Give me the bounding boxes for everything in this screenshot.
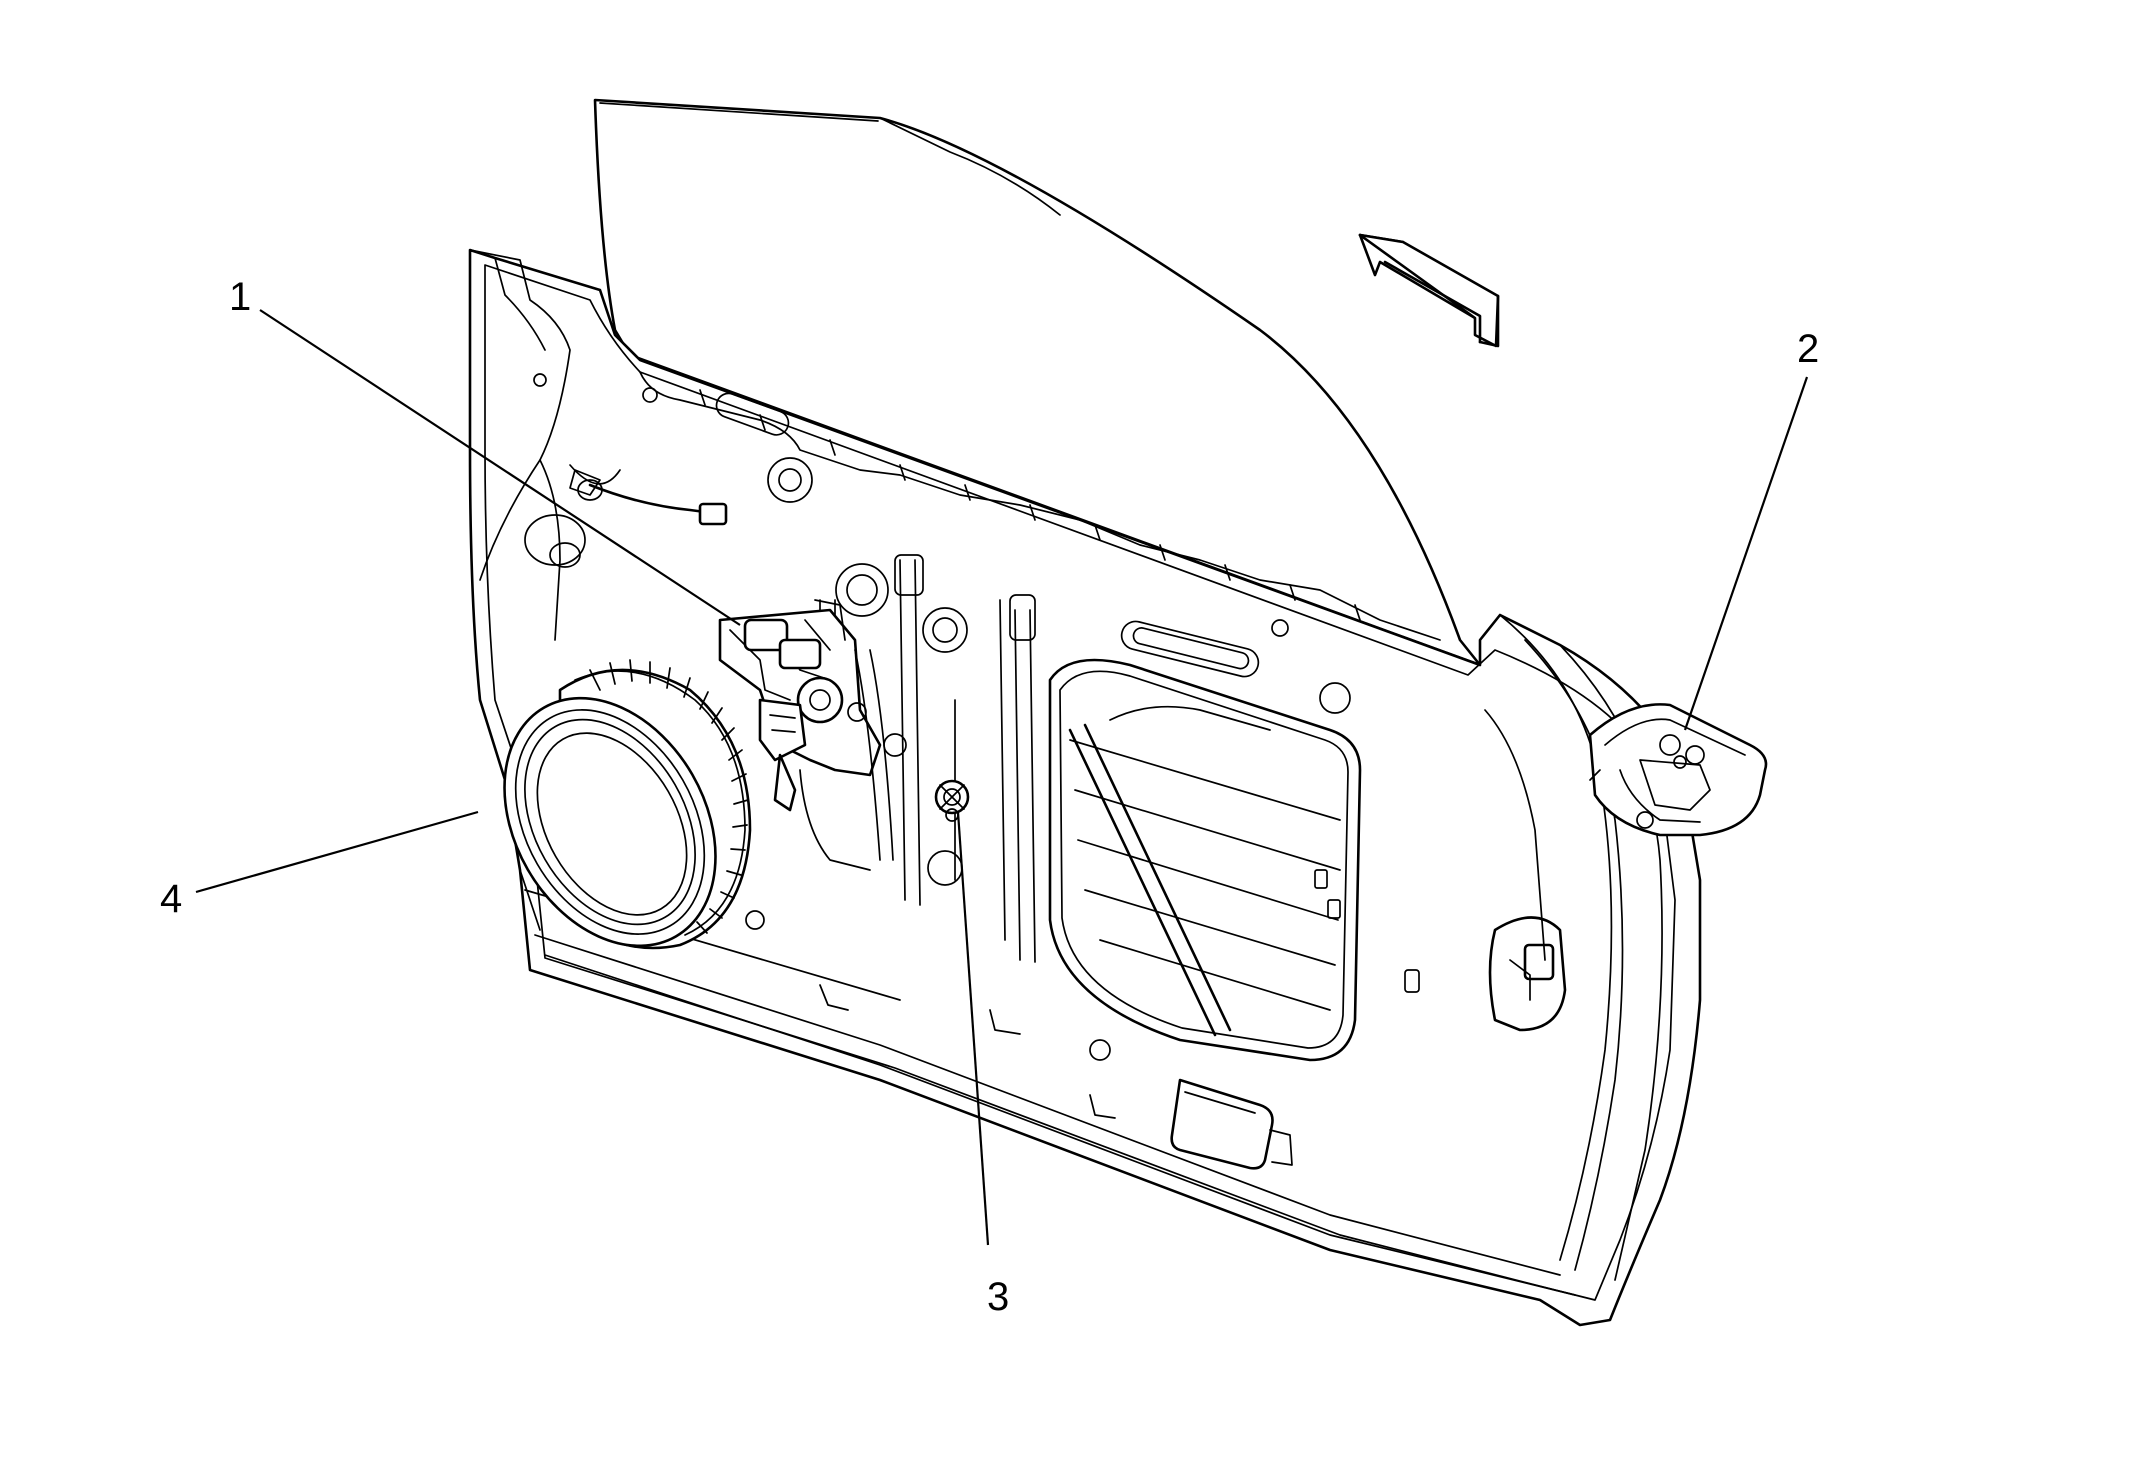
callout-label-1: 1	[229, 275, 251, 319]
callout-labels: 1 2 3 4	[160, 275, 1819, 1319]
leader-line-2	[1683, 376, 1809, 731]
callout-label-4: 4	[160, 877, 182, 921]
front-direction-arrow-icon	[1358, 233, 1500, 348]
door-speaker	[503, 659, 752, 950]
door-fastener	[934, 779, 970, 822]
leader-lines	[195, 309, 1809, 1246]
leader-line-4	[195, 810, 479, 894]
callout-label-3: 3	[987, 1275, 1009, 1319]
leader-line-1	[259, 309, 741, 626]
leader-line-3	[956, 811, 990, 1246]
door-access-opening	[1048, 658, 1362, 1062]
door-panel-features	[524, 373, 1567, 1170]
window-regulator-motor	[718, 599, 907, 871]
mirror-mount-bracket	[1588, 703, 1768, 837]
callout-label-2: 2	[1797, 327, 1819, 371]
